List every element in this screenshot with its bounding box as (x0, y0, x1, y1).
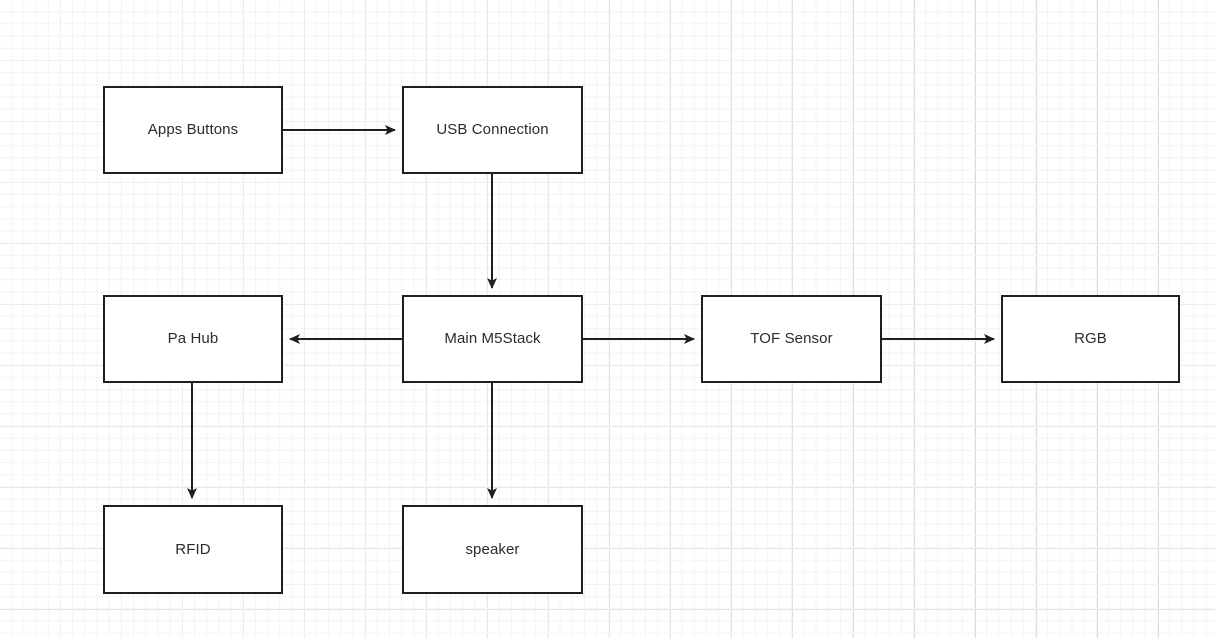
node-tof-sensor[interactable]: TOF Sensor (701, 295, 882, 383)
node-label-pa-hub: Pa Hub (167, 330, 219, 347)
node-rfid[interactable]: RFID (103, 505, 283, 594)
node-pa-hub[interactable]: Pa Hub (103, 295, 283, 383)
node-usb-connection[interactable]: USB Connection (402, 86, 583, 174)
node-label-main-m5stack: Main M5Stack (444, 330, 541, 347)
node-main-m5stack[interactable]: Main M5Stack (402, 295, 583, 383)
node-apps-buttons[interactable]: Apps Buttons (103, 86, 283, 174)
node-label-rfid: RFID (175, 540, 211, 558)
node-label-tof-sensor: TOF Sensor (750, 330, 833, 347)
node-rgb[interactable]: RGB (1001, 295, 1180, 383)
node-label-rgb: RGB (1074, 330, 1107, 347)
node-label-apps-buttons: Apps Buttons (147, 121, 239, 138)
node-speaker[interactable]: speaker (402, 505, 583, 594)
node-label-speaker: speaker (465, 540, 520, 558)
node-label-usb-connection: USB Connection (436, 121, 549, 138)
